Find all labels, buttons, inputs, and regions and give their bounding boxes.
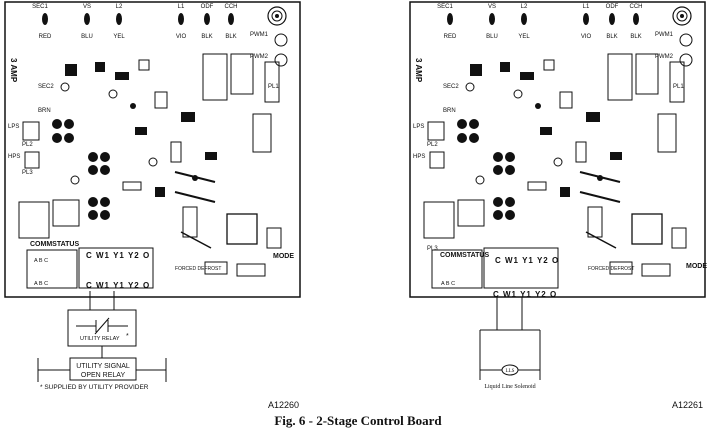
right-hps-label: HPS [413, 154, 425, 160]
left-top-terminal-label: VS [83, 4, 91, 10]
right-comm-status-label: COMMSTATUS [440, 252, 489, 259]
left-sec2-label: SEC2 [38, 84, 54, 90]
utility-relay-asterisk: * [126, 333, 129, 340]
left-wire-color-label: BLK [201, 34, 212, 40]
right-wire-color-label: BLK [606, 34, 617, 40]
right-wire-color-label: VIO [581, 34, 592, 40]
right-top-terminal-label: VS [488, 4, 496, 10]
right-terminal-strip-label: C W1 Y1 Y2 O [495, 256, 559, 265]
right-sec2-label: SEC2 [443, 84, 459, 90]
left-wire-color-label: VIO [176, 34, 187, 40]
left-abcd-label: A B C [34, 258, 48, 264]
left-pwm1-label: PWM1 [250, 32, 269, 38]
left-pwm2-label: PWM2 [250, 54, 269, 60]
right-top-terminal-label: L1 [583, 4, 590, 10]
left-pl1-label: PL1 [268, 84, 279, 90]
left-top-terminal-label: CCH [225, 4, 238, 10]
left-brn-label: BRN [38, 108, 51, 114]
right-terminal-strip-label-bottom: C W1 Y1 Y2 O [493, 290, 557, 299]
right-lps-label: LPS [413, 124, 424, 130]
left-pl2-label: PL2 [22, 142, 33, 148]
left-top-terminal-label: SEC1 [32, 4, 48, 10]
right-pwm1-label: PWM1 [655, 32, 674, 38]
right-mode-label: MODE [686, 263, 707, 270]
left-pl3-label: PL3 [22, 170, 33, 176]
right-wire-color-label: RED [444, 34, 457, 40]
left-terminal-strip-label-bottom: C W1 Y1 Y2 O [86, 281, 150, 290]
right-top-terminal-label: L2 [521, 4, 528, 10]
liquid-line-solenoid-circuit [479, 297, 541, 380]
solenoid-id-label: LLS [506, 369, 515, 374]
left-hps-label: HPS [8, 154, 20, 160]
utility-relay-label: UTILITY RELAY [80, 336, 120, 342]
right-pwm2-label: PWM2 [655, 54, 674, 60]
right-top-terminal-label: CCH [630, 4, 643, 10]
right-abcd-label: A B C [441, 281, 455, 287]
left-top-terminal-label: L1 [178, 4, 185, 10]
left-wire-color-label: RED [39, 34, 52, 40]
right-brn-label: BRN [443, 108, 456, 114]
left-amp-label: 3 AMP [9, 58, 18, 83]
left-comm-status-label: COMMSTATUS [30, 241, 79, 248]
left-wire-color-label: BLK [225, 34, 236, 40]
left-top-terminal-label: L2 [116, 4, 123, 10]
right-wire-color-label: YEL [518, 34, 530, 40]
left-abcd-label-2: A B C [34, 281, 48, 287]
left-forced-defrost-label: FORCED DEFROST [175, 266, 221, 272]
figure-id-right: A12261 [672, 400, 704, 410]
left-wire-color-label: BLU [81, 34, 93, 40]
right-pl3-label: PL3 [427, 246, 438, 252]
figure-id-left: A12260 [268, 400, 300, 410]
right-top-terminal-label: ODF [606, 4, 619, 10]
utility-provider-note: * SUPPLIED BY UTILITY PROVIDER [40, 384, 149, 391]
right-wire-color-label: BLU [486, 34, 498, 40]
left-mode-label: MODE [273, 253, 294, 260]
left-lps-label: LPS [8, 124, 19, 130]
left-wire-color-label: YEL [113, 34, 125, 40]
utility-relay-circuit [37, 291, 167, 382]
open-relay-label: OPEN RELAY [81, 372, 126, 379]
solenoid-label: Liquid Line Solenoid [484, 384, 535, 390]
right-wire-color-label: BLK [630, 34, 641, 40]
left-terminal-strip-label: C W1 Y1 Y2 O [86, 251, 150, 260]
utility-signal-label: UTILITY SIGNAL [76, 363, 130, 370]
right-top-terminal-label: SEC1 [437, 4, 453, 10]
left-top-terminal-label: ODF [201, 4, 214, 10]
right-pl1-label: PL1 [673, 84, 684, 90]
right-forced-defrost-label: FORCED DEFROST [588, 266, 634, 272]
right-pl2-label: PL2 [427, 142, 438, 148]
figure-caption: Fig. 6 - 2-Stage Control Board [274, 413, 442, 428]
right-amp-label: 3 AMP [414, 58, 423, 83]
left-control-board [4, 1, 301, 298]
